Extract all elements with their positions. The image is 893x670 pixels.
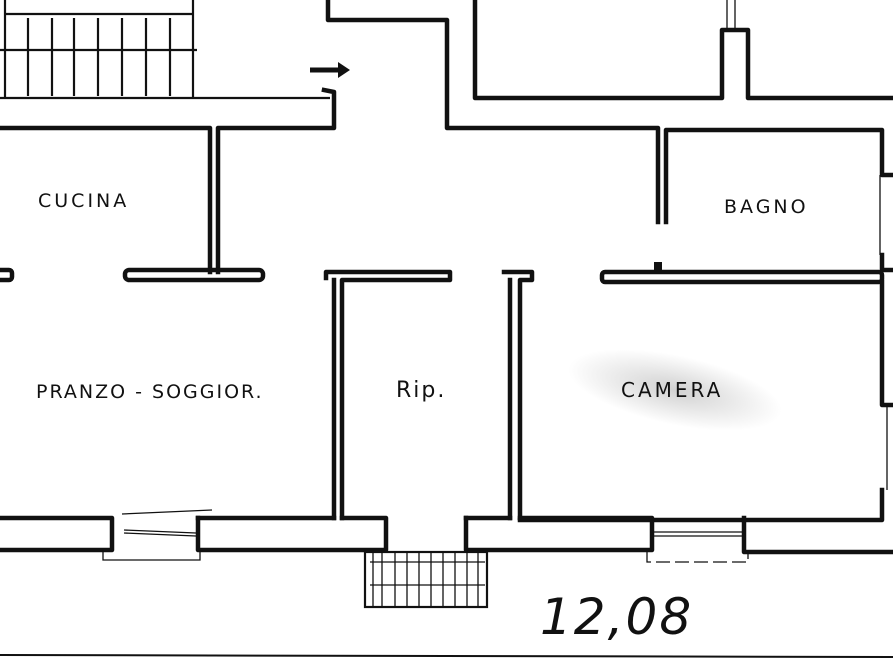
- stair-grid-top: [0, 0, 330, 100]
- room-label-cucina: CUCINA: [38, 190, 130, 212]
- stair-grid-bottom: [363, 518, 489, 609]
- room-label-pranzo-soggiorno: PRANZO - SOGGIOR.: [36, 381, 264, 403]
- dimension-label: 12,08: [540, 588, 694, 646]
- dimension-line: [0, 654, 893, 658]
- room-label-bagno: BAGNO: [724, 196, 809, 218]
- walls-upper: [0, 0, 893, 275]
- room-label-camera: CAMERA: [621, 378, 724, 402]
- arrow-right-icon: [310, 62, 350, 78]
- room-label-ripostiglio: Rip.: [396, 378, 447, 403]
